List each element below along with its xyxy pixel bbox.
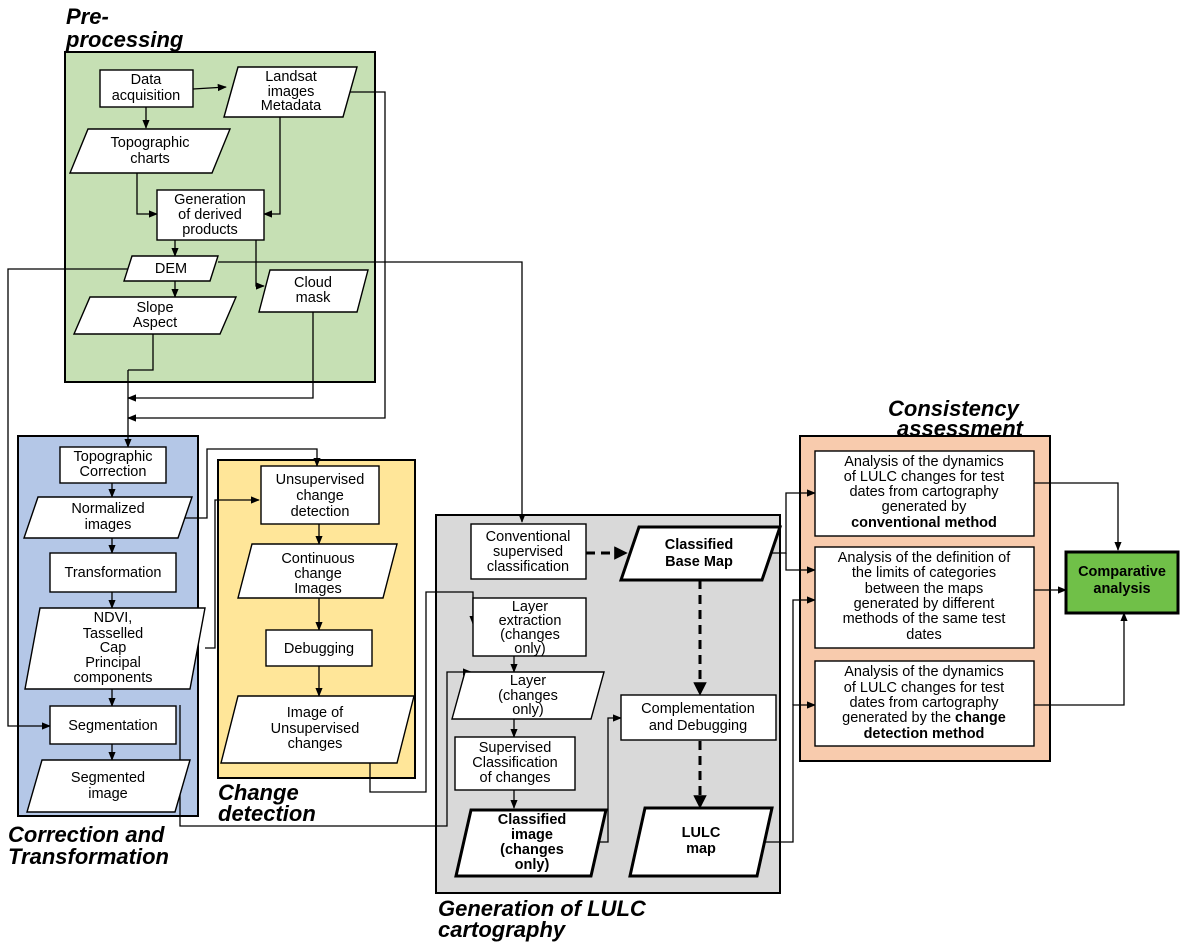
title-preprocessing: Pre-processing [65, 4, 184, 52]
node-transformation: Transformation [49, 552, 177, 593]
node-debugging: Debugging [265, 629, 373, 667]
node-dem: DEM [123, 255, 219, 282]
node-segmentation: Segmentation [49, 705, 177, 745]
svg-text:Debugging: Debugging [284, 641, 354, 657]
svg-text:Transformation: Transformation [65, 565, 162, 581]
svg-text:DEM: DEM [155, 261, 187, 277]
svg-text:Segmentation: Segmentation [68, 718, 157, 734]
